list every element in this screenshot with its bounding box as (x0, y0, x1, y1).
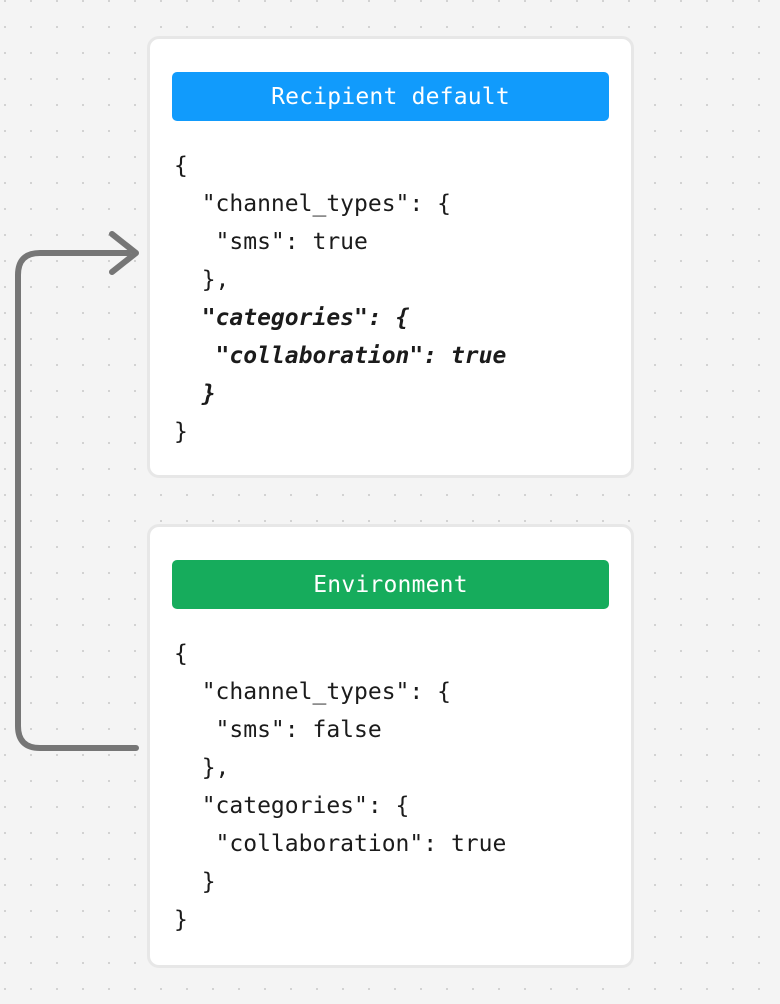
code-line: "channel_types": { (174, 191, 451, 217)
code-line: } (174, 907, 188, 933)
code-line: { (174, 641, 188, 667)
code-line: "sms": true (174, 229, 368, 255)
environment-json-code: { "channel_types": { "sms": false }, "ca… (174, 635, 614, 939)
code-line: } (174, 869, 216, 895)
recipient-default-badge: Recipient default (172, 72, 609, 121)
code-line: }, (174, 755, 230, 781)
recipient-default-json-code: { "channel_types": { "sms": true }, "cat… (174, 147, 614, 451)
code-line: } (174, 419, 188, 445)
code-line: "categories": { (174, 793, 410, 819)
code-line: "sms": false (174, 717, 382, 743)
environment-card[interactable]: Environment { "channel_types": { "sms": … (147, 524, 634, 968)
code-line: } (174, 381, 216, 407)
code-line: "collaboration": true (174, 343, 507, 369)
code-line: "categories": { (174, 305, 410, 331)
environment-badge: Environment (172, 560, 609, 609)
recipient-default-card[interactable]: Recipient default { "channel_types": { "… (147, 36, 634, 478)
code-line: { (174, 153, 188, 179)
code-line: "channel_types": { (174, 679, 451, 705)
code-line: "collaboration": true (174, 831, 507, 857)
code-line: }, (174, 267, 230, 293)
